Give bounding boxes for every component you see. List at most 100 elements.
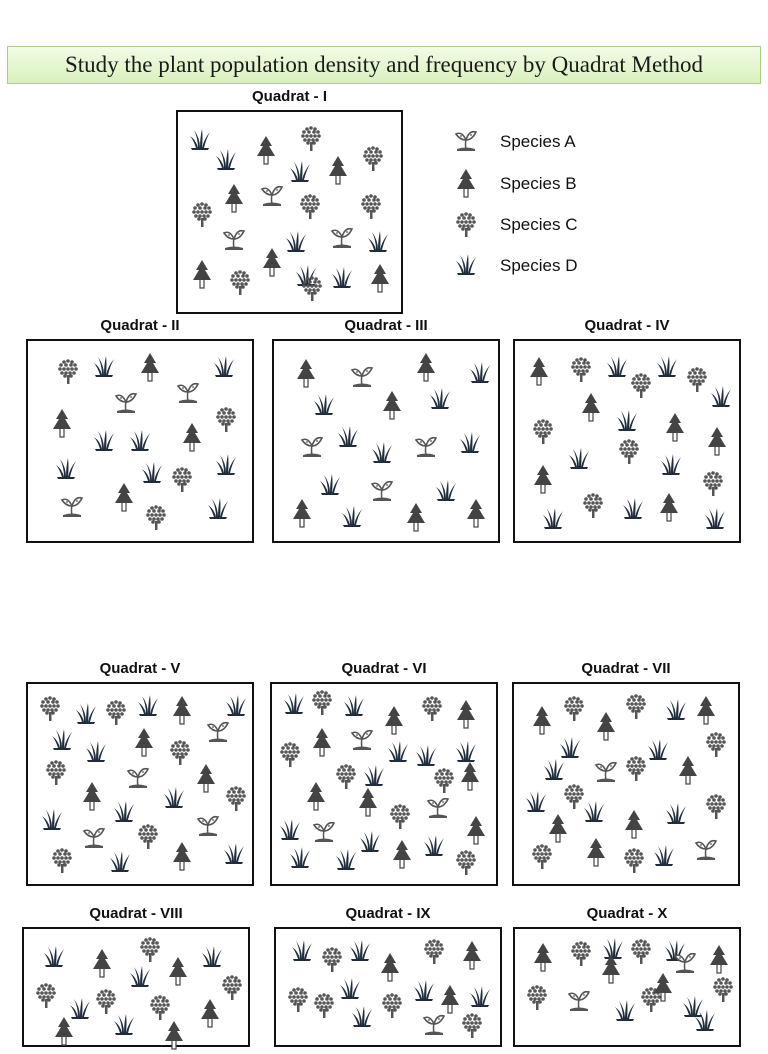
seedling-icon bbox=[594, 761, 618, 782]
seedling-icon bbox=[206, 721, 230, 742]
grass-icon bbox=[130, 430, 150, 451]
tree-icon bbox=[467, 816, 485, 845]
quadrat-label: Quadrat - III bbox=[344, 317, 428, 334]
round-tree-icon bbox=[301, 126, 321, 151]
grass-icon bbox=[683, 996, 703, 1017]
round-tree-icon bbox=[322, 947, 342, 972]
quadrat-box bbox=[272, 339, 500, 543]
round-tree-icon bbox=[302, 276, 322, 301]
tree-icon bbox=[463, 941, 481, 970]
quadrat-plants bbox=[526, 694, 726, 873]
quadrat-box bbox=[176, 110, 403, 314]
tree-icon bbox=[457, 169, 475, 198]
tree-icon bbox=[297, 359, 315, 388]
quadrat-label: Quadrat - VI bbox=[341, 660, 427, 677]
round-tree-icon bbox=[533, 419, 553, 444]
quadrat-plants bbox=[530, 356, 731, 529]
tree-icon bbox=[654, 973, 672, 1002]
tree-icon bbox=[441, 985, 459, 1014]
seedling-icon bbox=[370, 480, 394, 501]
seedling-icon bbox=[60, 496, 84, 517]
grass-icon bbox=[344, 695, 364, 716]
tree-icon bbox=[263, 248, 281, 277]
quadrat-plants bbox=[280, 690, 485, 875]
round-tree-icon bbox=[713, 977, 733, 1002]
grass-icon bbox=[470, 986, 490, 1007]
quadrat-box bbox=[22, 927, 250, 1050]
grass-icon bbox=[164, 787, 184, 808]
tree-icon bbox=[313, 728, 331, 757]
grass-icon bbox=[603, 938, 623, 959]
seedling-icon bbox=[114, 392, 138, 413]
tree-icon bbox=[534, 943, 552, 972]
round-tree-icon bbox=[58, 359, 78, 384]
tree-icon bbox=[55, 1017, 73, 1046]
round-tree-icon bbox=[564, 696, 584, 721]
grass-icon bbox=[416, 745, 436, 766]
round-tree-icon bbox=[571, 357, 591, 382]
round-tree-icon bbox=[456, 212, 476, 237]
tree-icon bbox=[165, 1021, 183, 1050]
grass-icon bbox=[364, 765, 384, 786]
tree-icon bbox=[359, 788, 377, 817]
grass-icon bbox=[584, 801, 604, 822]
round-tree-icon bbox=[382, 993, 402, 1018]
round-tree-icon bbox=[706, 794, 726, 819]
legend-item-species-c: Species C bbox=[448, 207, 648, 241]
tree-icon bbox=[83, 782, 101, 811]
quadrat-plants bbox=[190, 126, 389, 301]
seedling-icon bbox=[694, 839, 718, 860]
grass-icon bbox=[226, 695, 246, 716]
grass-icon bbox=[296, 265, 316, 286]
quadrat-6: Quadrat - VI bbox=[270, 660, 498, 886]
quadrat-label: Quadrat - X bbox=[586, 905, 668, 922]
grass-icon bbox=[666, 803, 686, 824]
grass-icon bbox=[430, 388, 450, 409]
tree-icon bbox=[697, 696, 715, 725]
grass-icon bbox=[336, 849, 356, 870]
grass-icon bbox=[76, 703, 96, 724]
grass-icon bbox=[654, 845, 674, 866]
seedling-icon bbox=[196, 815, 220, 836]
grass-icon bbox=[70, 998, 90, 1019]
tree-icon bbox=[183, 423, 201, 452]
grass-icon bbox=[202, 946, 222, 967]
round-tree-icon bbox=[150, 995, 170, 1020]
quadrat-box bbox=[270, 682, 498, 886]
seedling-icon bbox=[454, 130, 478, 151]
grass-icon bbox=[52, 729, 72, 750]
tree-icon bbox=[666, 413, 684, 442]
round-tree-icon bbox=[631, 373, 651, 398]
grass-icon bbox=[342, 506, 362, 527]
tree-icon bbox=[307, 782, 325, 811]
grass-icon bbox=[130, 966, 150, 987]
grass-icon bbox=[224, 843, 244, 864]
legend-item-species-b: Species B bbox=[448, 166, 648, 200]
grass-icon bbox=[657, 356, 677, 377]
grass-icon bbox=[94, 430, 114, 451]
round-tree-icon bbox=[631, 939, 651, 964]
quadrat-label: Quadrat - VII bbox=[581, 660, 671, 677]
grass-icon bbox=[436, 480, 456, 501]
tree-icon bbox=[169, 957, 187, 986]
round-tree-icon bbox=[192, 202, 212, 227]
grass-icon bbox=[332, 267, 352, 288]
quadrat-box bbox=[513, 927, 741, 1047]
legend-label: Species C bbox=[500, 215, 578, 234]
tree-icon bbox=[381, 953, 399, 982]
quadrat-label: Quadrat - V bbox=[99, 660, 181, 677]
grass-icon bbox=[214, 356, 234, 377]
tree-icon bbox=[53, 409, 71, 438]
grass-icon bbox=[648, 739, 668, 760]
grass-icon bbox=[424, 835, 444, 856]
grass-icon bbox=[617, 410, 637, 431]
tree-icon bbox=[708, 427, 726, 456]
grass-icon bbox=[705, 508, 725, 529]
grass-icon bbox=[114, 1014, 134, 1035]
tree-icon bbox=[225, 184, 243, 213]
round-tree-icon bbox=[336, 764, 356, 789]
round-tree-icon bbox=[300, 194, 320, 219]
quadrat-plants bbox=[53, 353, 236, 530]
seedling-icon bbox=[82, 827, 106, 848]
quadrat-7: Quadrat - VII bbox=[512, 660, 740, 886]
